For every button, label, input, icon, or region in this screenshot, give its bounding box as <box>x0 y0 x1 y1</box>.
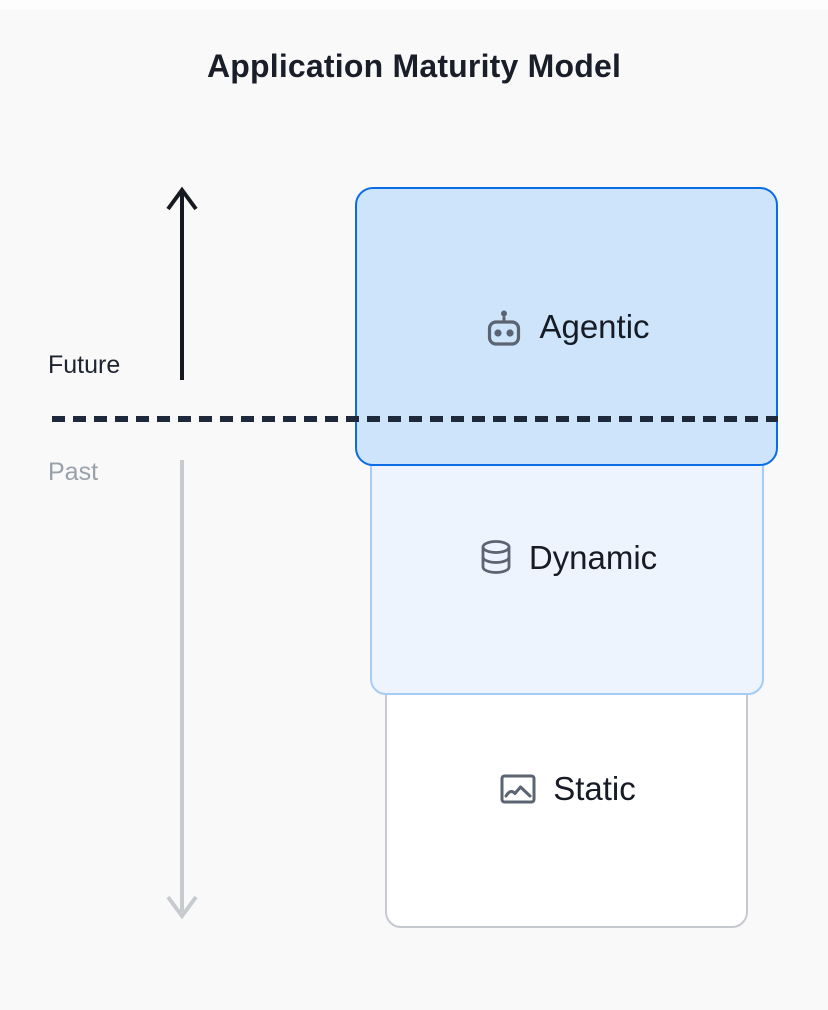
future-label: Future <box>48 351 121 379</box>
page-title: Application Maturity Model <box>206 48 622 84</box>
maturity-box-agentic: Agentic <box>355 187 778 466</box>
future-arrow-up-icon <box>166 186 198 380</box>
maturity-box-label: Static <box>553 770 636 807</box>
top-strip <box>0 0 828 10</box>
maturity-box-label: Dynamic <box>528 538 658 576</box>
past-arrow-down-icon <box>166 460 198 920</box>
database-icon <box>477 538 515 578</box>
image-icon <box>497 768 539 810</box>
past-label: Past <box>48 458 99 486</box>
future-past-divider <box>52 416 778 422</box>
robot-icon <box>483 306 525 348</box>
maturity-box-label: Agentic <box>539 307 650 345</box>
